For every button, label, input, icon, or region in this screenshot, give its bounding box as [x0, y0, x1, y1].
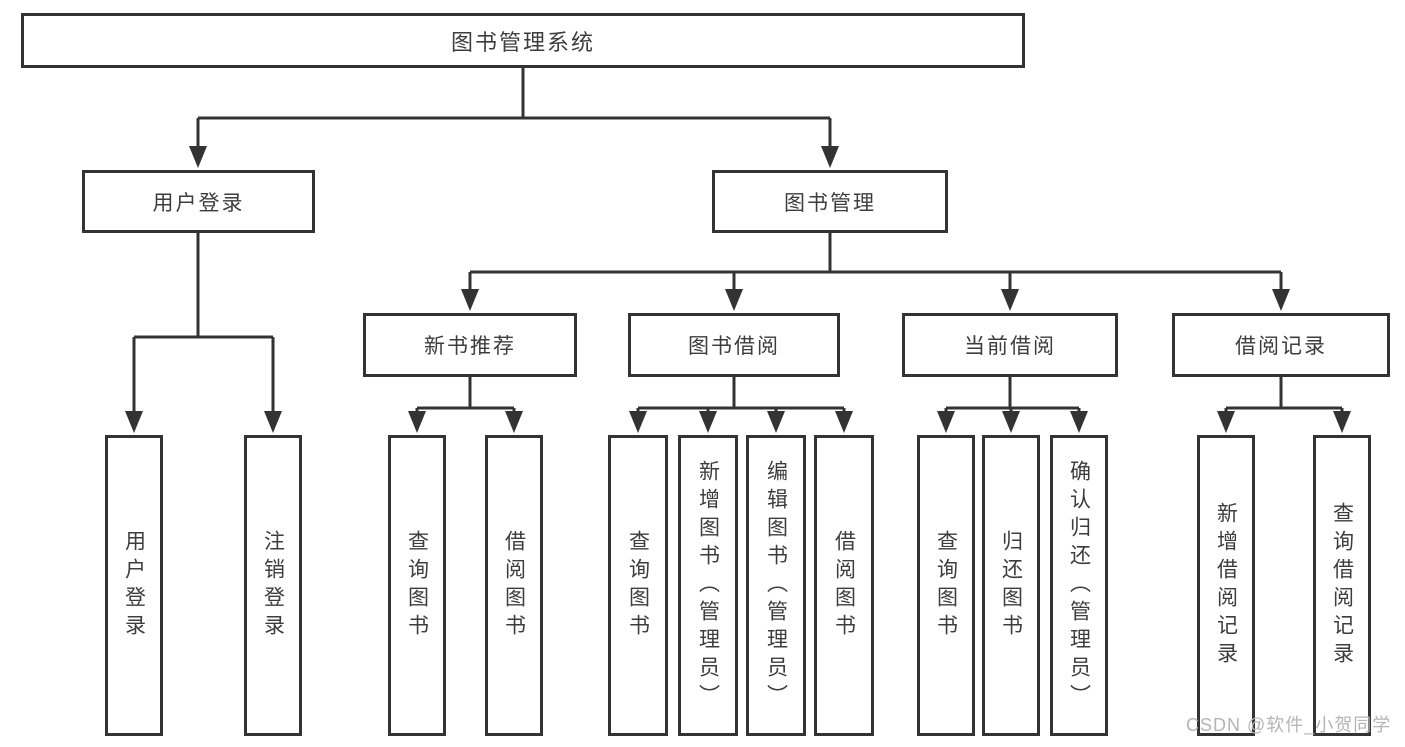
leaf-confirm-return-admin: 确认归还（管理员）: [1050, 435, 1108, 736]
watermark: CSDN @软件_小贺同学: [1186, 715, 1392, 735]
node-current-borrow: 当前借阅: [902, 313, 1118, 377]
leaf-edit-books-admin: 编辑图书（管理员）: [746, 435, 806, 736]
node-new-book-recommend: 新书推荐: [363, 313, 577, 377]
leaf-query-borrow-record: 查询借阅记录: [1313, 435, 1371, 736]
leaf-logout: 注销登录: [244, 435, 302, 736]
leaf-borrow-books-recommend: 借阅图书: [485, 435, 543, 736]
leaf-query-books-current: 查询图书: [917, 435, 975, 736]
leaf-query-books-recommend: 查询图书: [388, 435, 446, 736]
leaf-return-books: 归还图书: [982, 435, 1040, 736]
leaf-add-books-admin: 新增图书（管理员）: [678, 435, 738, 736]
arrowhead-icons: [125, 146, 1351, 433]
leaf-user-login: 用户登录: [105, 435, 163, 736]
node-user-login: 用户登录: [82, 170, 315, 233]
leaf-borrow-books: 借阅图书: [814, 435, 874, 736]
leaf-query-books-borrow: 查询图书: [608, 435, 668, 736]
node-root-system: 图书管理系统: [21, 13, 1025, 68]
node-book-borrow: 图书借阅: [628, 313, 840, 377]
leaf-add-borrow-record: 新增借阅记录: [1197, 435, 1255, 736]
node-borrow-record: 借阅记录: [1172, 313, 1390, 377]
node-book-management: 图书管理: [712, 170, 948, 233]
